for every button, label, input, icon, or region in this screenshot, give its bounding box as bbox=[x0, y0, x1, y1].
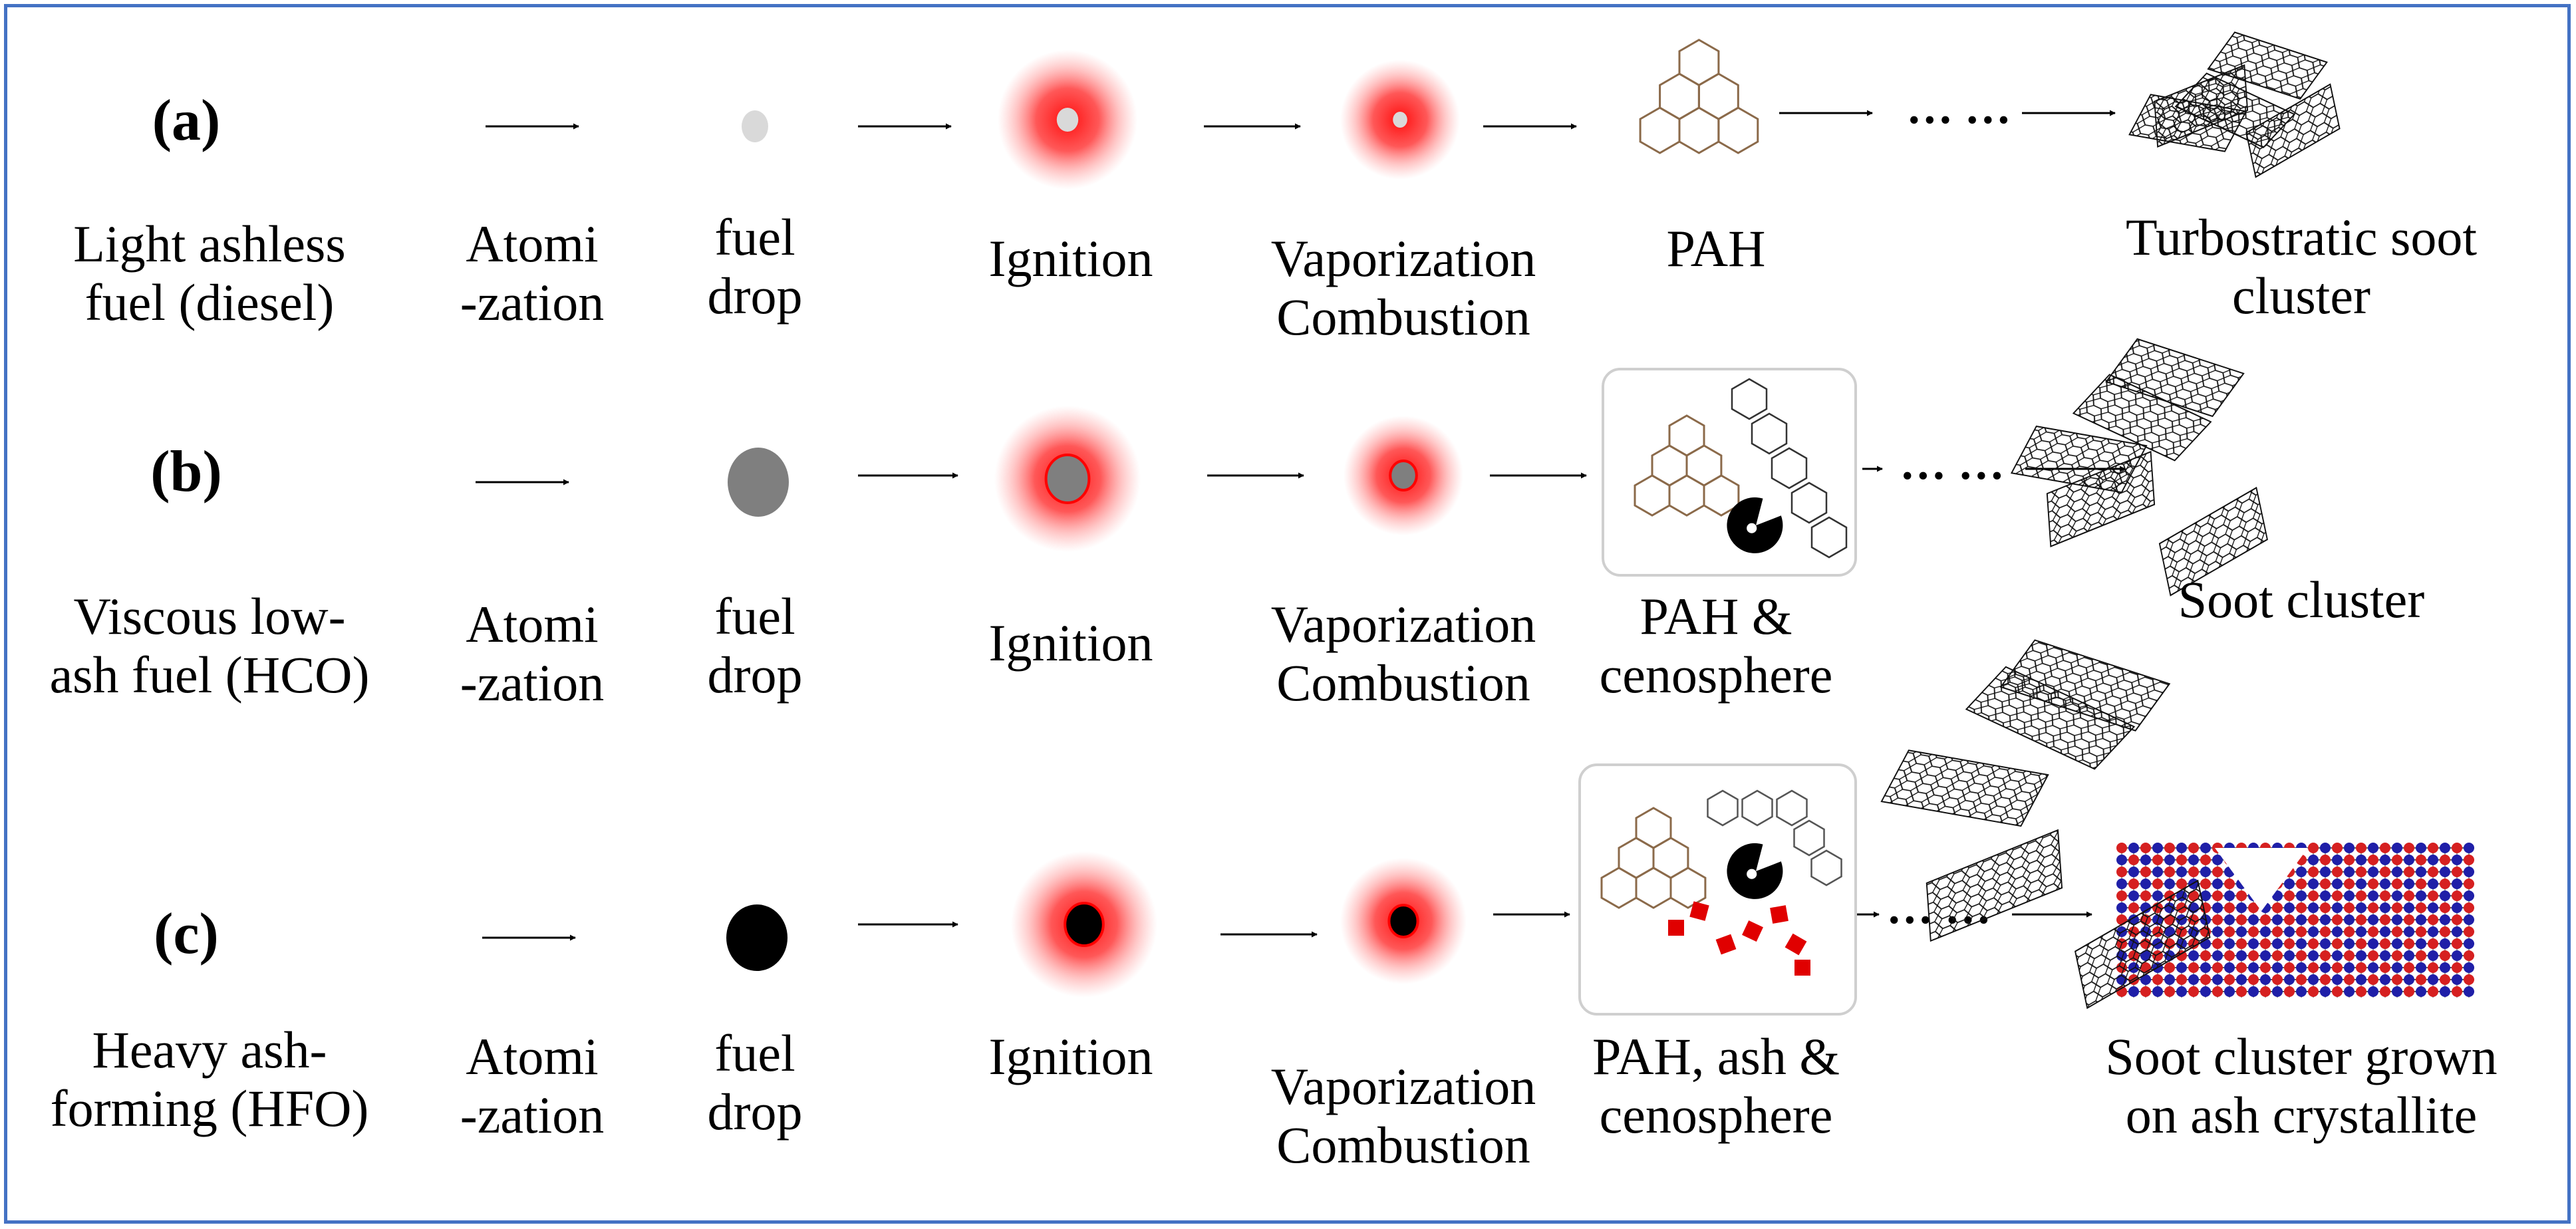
pah-cenosphere-label-b-line: cenosphere bbox=[1599, 646, 1833, 704]
atomization-label-c-line: -zation bbox=[460, 1086, 605, 1145]
pah-label-a: PAH bbox=[1383, 219, 2049, 278]
ignition-drop-c bbox=[1011, 851, 1157, 998]
pah-label-a-line: PAH bbox=[1666, 219, 1766, 277]
pah-cenosphere-box-b bbox=[1602, 368, 1857, 577]
pah-ash-cenosphere-box-c bbox=[1578, 763, 1857, 1016]
ignition-label-c-line: Ignition bbox=[988, 1027, 1153, 1085]
fuel-type-c-line: Heavy ash- bbox=[92, 1021, 327, 1079]
atomization-label-b: Atomi-zation bbox=[200, 595, 865, 712]
soot-on-ash-label-c-line: on ash crystallite bbox=[2125, 1086, 2478, 1145]
ignition-label-a-line: Ignition bbox=[988, 229, 1153, 287]
combustion-drop-a bbox=[1340, 60, 1460, 180]
combustion-drop-b bbox=[1344, 416, 1463, 535]
fuel-type-a-line: fuel (diesel) bbox=[84, 273, 335, 332]
ellipsis-a: … … bbox=[1906, 82, 2011, 134]
fuel-type-a-line: Light ashless bbox=[73, 215, 346, 273]
fuel-drop-label-c-line: fuel bbox=[714, 1024, 795, 1082]
soot-cluster-b bbox=[2010, 338, 2268, 597]
fuel-type-c: Heavy ash-forming (HFO) bbox=[0, 1021, 542, 1138]
fuel-drop-label-a-line: fuel bbox=[714, 208, 795, 266]
vaporization-combustion-label-b-line: Vaporization bbox=[1270, 595, 1536, 653]
process-icons: … …… …… … bbox=[726, 31, 2474, 1016]
fuel-type-b: Viscous low-ash fuel (HCO) bbox=[0, 587, 542, 704]
atomization-label-a-line: Atomi bbox=[466, 215, 599, 273]
fuel-drop-c bbox=[726, 904, 787, 971]
atomization-label-c-line: Atomi bbox=[466, 1027, 599, 1085]
atomization-label-b-line: -zation bbox=[460, 654, 605, 712]
fuel-type-c-line: forming (HFO) bbox=[50, 1079, 369, 1138]
row-label-c-line: (c) bbox=[154, 902, 219, 966]
fuel-drop-label-b-line: drop bbox=[707, 646, 803, 704]
ignition-label-b-line: Ignition bbox=[988, 614, 1153, 672]
figure-frame bbox=[4, 4, 2571, 1224]
fuel-drop-b bbox=[728, 448, 789, 517]
row-label-b: (b) bbox=[0, 439, 519, 505]
fuel-drop-a bbox=[742, 110, 768, 142]
fuel-drop-label-a-line: drop bbox=[707, 267, 803, 325]
ignition-drop-a bbox=[998, 50, 1137, 190]
row-label-c: (c) bbox=[0, 901, 519, 967]
ignition-label-b: Ignition bbox=[738, 614, 1403, 672]
fuel-type-b-line: ash fuel (HCO) bbox=[49, 646, 370, 704]
fuel-type-b-line: Viscous low- bbox=[73, 587, 346, 645]
pah-ash-cenosphere-label-c: PAH, ash &cenosphere bbox=[1383, 1027, 2049, 1145]
vaporization-combustion-label-a-line: Combustion bbox=[1276, 288, 1530, 346]
soot-cluster-c bbox=[1880, 639, 2211, 1010]
fuel-drop-label-b-line: fuel bbox=[714, 587, 795, 645]
row-label-b-line: (b) bbox=[150, 440, 222, 504]
soot-cluster-label-b-line: Soot cluster bbox=[2178, 571, 2425, 628]
soot-cluster-a bbox=[2128, 31, 2341, 178]
ash-crystallite bbox=[2116, 843, 2474, 998]
soot-on-ash-label-c-line: Soot cluster grown bbox=[2105, 1027, 2498, 1085]
atomization-label-a-line: -zation bbox=[460, 273, 605, 332]
vaporization-combustion-label-b-line: Combustion bbox=[1276, 654, 1530, 712]
vaporization-combustion-label-c-line: Vaporization bbox=[1270, 1057, 1536, 1115]
turbostratic-soot-label-a-line: Turbostratic soot bbox=[2126, 208, 2477, 266]
ellipsis-b: … … bbox=[1900, 438, 2005, 489]
atomization-label-b-line: Atomi bbox=[466, 595, 599, 653]
fuel-drop-label-c-line: drop bbox=[707, 1083, 803, 1141]
atomization-label-a: Atomi-zation bbox=[200, 215, 865, 332]
soot-cluster-label-b: Soot cluster bbox=[1969, 571, 2576, 629]
pah-molecule-a bbox=[1639, 39, 1759, 154]
turbostratic-soot-label-a-line: cluster bbox=[2232, 267, 2370, 325]
ignition-label-a: Ignition bbox=[738, 229, 1403, 288]
atomization-label-c: Atomi-zation bbox=[200, 1027, 865, 1145]
pah-ash-cenosphere-label-c-line: PAH, ash & bbox=[1592, 1027, 1840, 1085]
ignition-drop-b bbox=[994, 406, 1141, 552]
ignition-label-c: Ignition bbox=[738, 1027, 1403, 1086]
pah-ash-cenosphere-label-c-line: cenosphere bbox=[1599, 1086, 1833, 1145]
row-label-a: (a) bbox=[0, 88, 519, 154]
pah-cenosphere-label-b-line: PAH & bbox=[1640, 587, 1792, 645]
pah-cenosphere-label-b: PAH &cenosphere bbox=[1383, 587, 2049, 704]
row-label-a-line: (a) bbox=[152, 88, 221, 153]
vaporization-combustion-label-a-line: Vaporization bbox=[1270, 229, 1536, 287]
combustion-drop-c bbox=[1340, 858, 1467, 984]
vaporization-combustion-label-c-line: Combustion bbox=[1276, 1116, 1530, 1174]
